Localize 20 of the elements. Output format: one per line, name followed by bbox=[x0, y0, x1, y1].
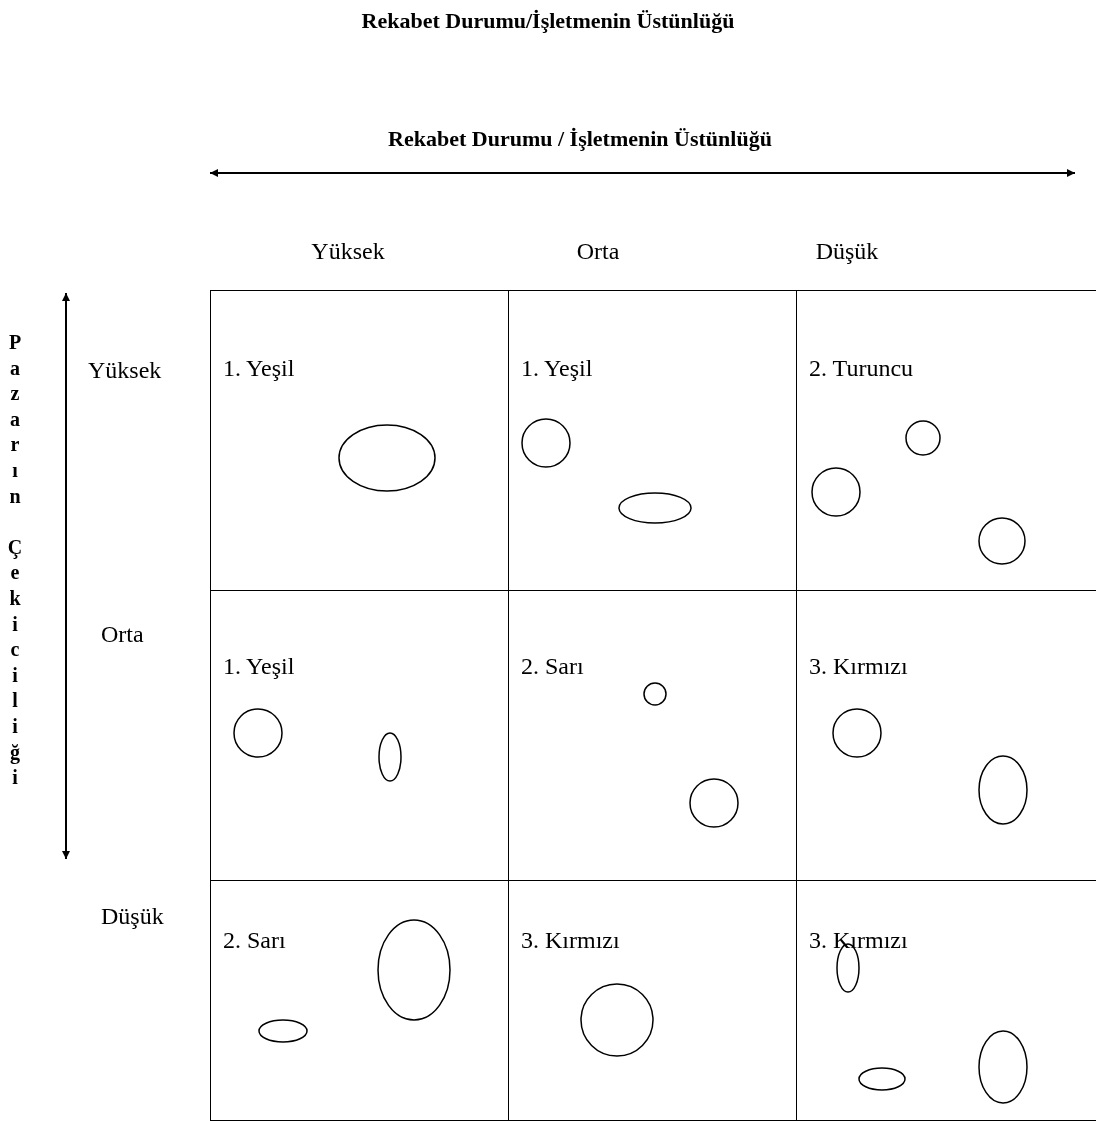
matrix-cell bbox=[210, 880, 509, 1121]
cell-label: 3. Kırmızı bbox=[521, 927, 620, 954]
column-label: Orta bbox=[575, 238, 621, 265]
cell-label: 2. Sarı bbox=[521, 653, 584, 680]
row-label: Orta bbox=[101, 621, 144, 648]
title: Rekabet Durumu/İşletmenin Üstünlüğü bbox=[360, 8, 736, 34]
cell-label: 1. Yeşil bbox=[223, 653, 295, 680]
row-label: Yüksek bbox=[88, 357, 162, 384]
cell-label: 2. Turuncu bbox=[809, 355, 914, 382]
axis-title: Rekabet Durumu / İşletmenin Üstünlüğü bbox=[387, 126, 773, 152]
cell-label: 2. Sarı bbox=[223, 927, 286, 954]
matrix-cell bbox=[210, 290, 509, 591]
row-label: Düşük bbox=[101, 903, 164, 930]
cell-label: 1. Yeşil bbox=[223, 355, 295, 382]
cell-label: 3. Kırmızı bbox=[809, 653, 908, 680]
column-label: Düşük bbox=[814, 238, 880, 265]
column-label: Yüksek bbox=[310, 238, 386, 265]
cell-label: 3. Kırmızı bbox=[809, 927, 908, 954]
cell-label: 1. Yeşil bbox=[521, 355, 593, 382]
axis-title: Pazarın Çekiciliği bbox=[3, 331, 26, 792]
